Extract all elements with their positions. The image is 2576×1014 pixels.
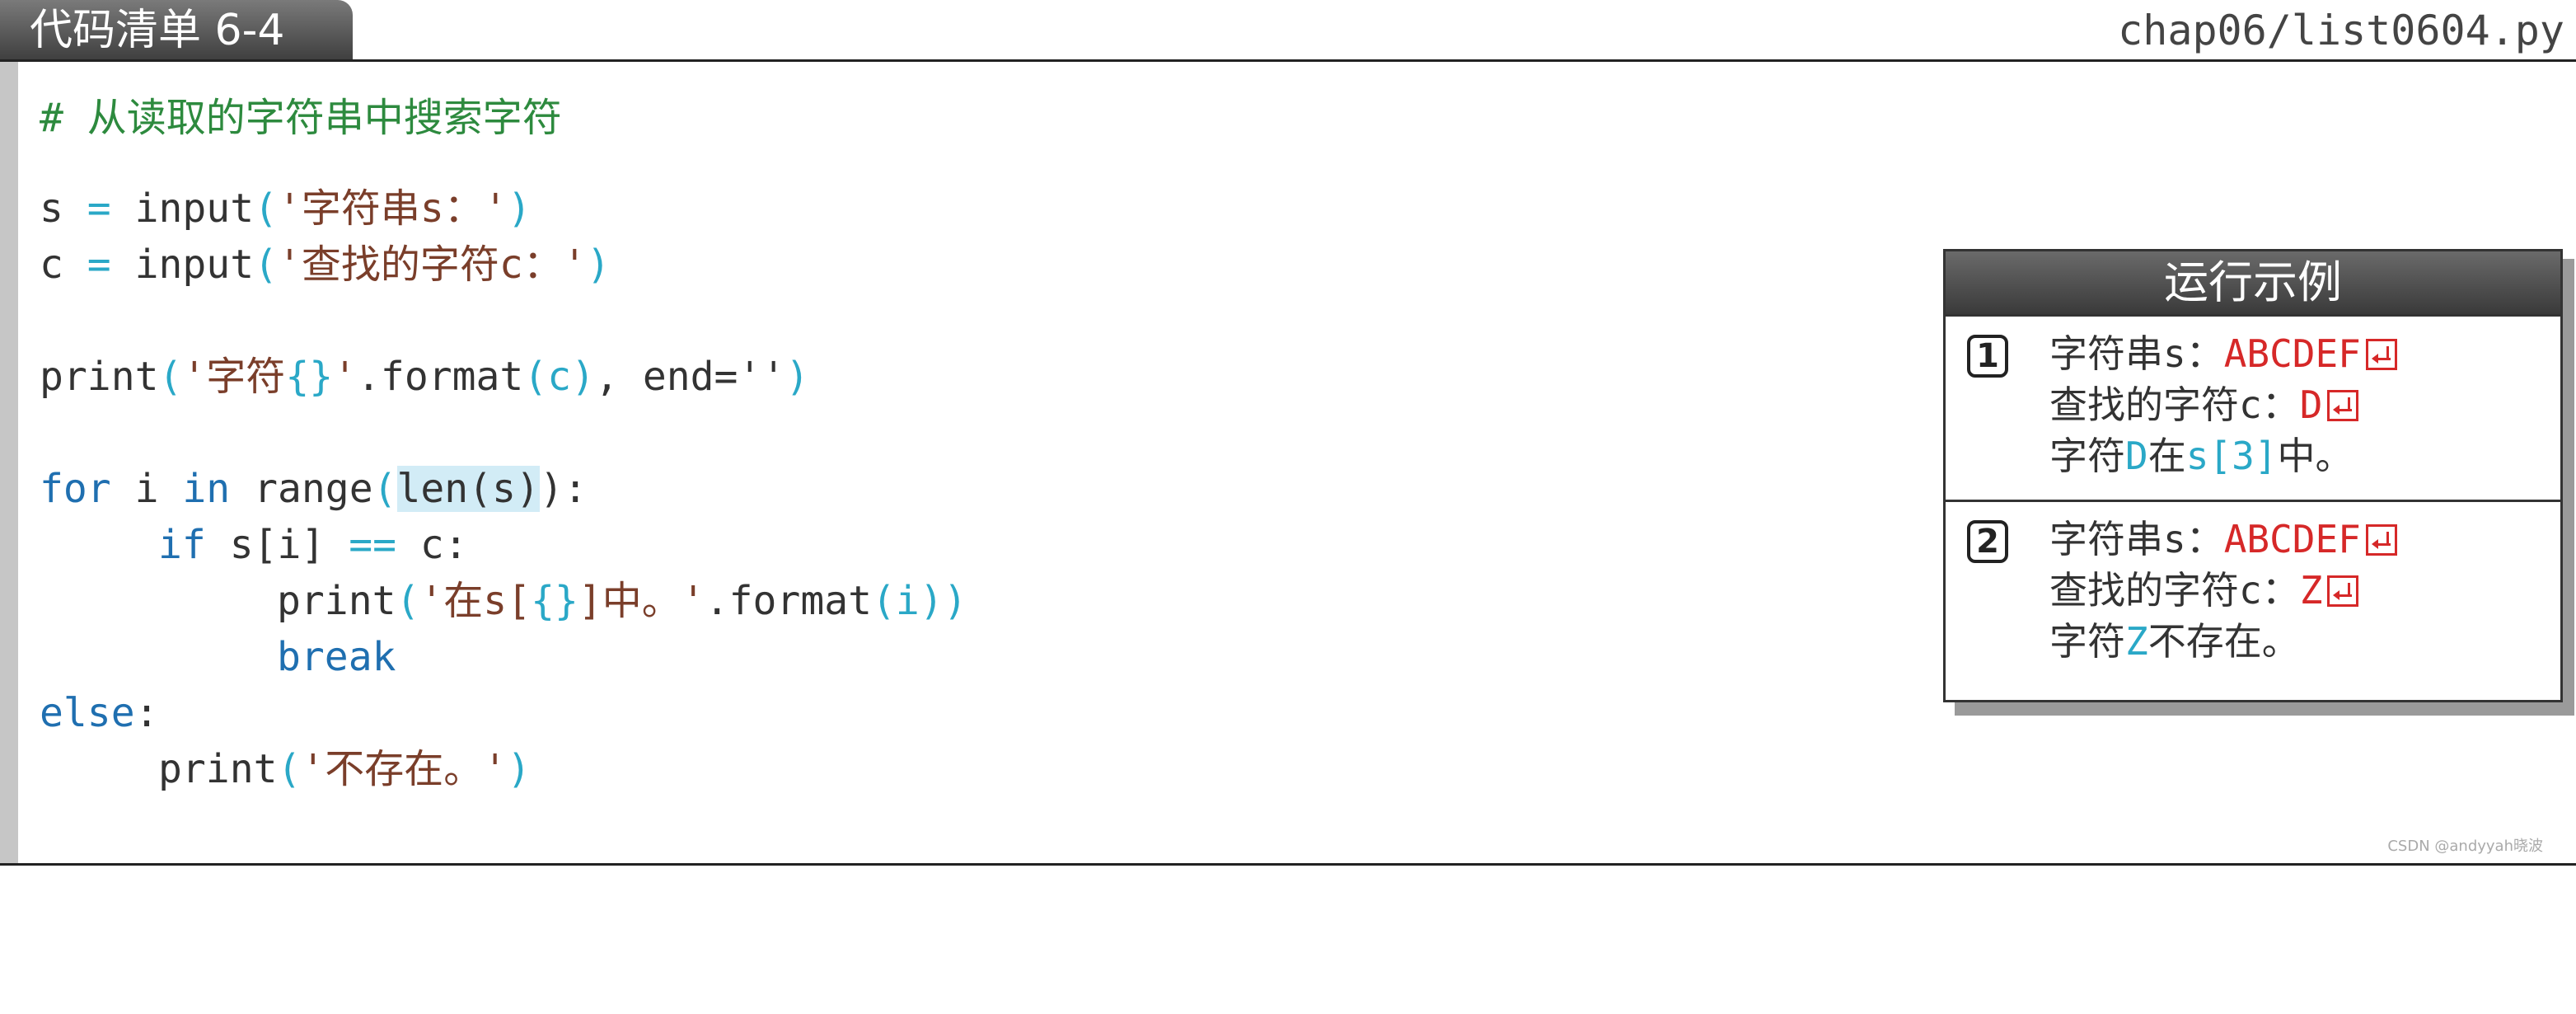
token: print	[40, 354, 159, 400]
user-input: ABCDEF	[2223, 331, 2361, 376]
result-text: 在	[2147, 434, 2186, 478]
run-example-1: 1 字符串s：ABCDEF 查找的字符c：D 字符D在s[3]中。	[1946, 314, 2560, 500]
code-line-2: c = input('查找的字符c：')	[40, 237, 611, 292]
result-text: 不存在。	[2147, 619, 2300, 664]
result-char: Z	[2125, 619, 2148, 664]
token: '查找的字符c：'	[278, 242, 587, 288]
token: )	[785, 354, 810, 400]
result-text: 字符	[2049, 619, 2125, 664]
token: ):	[539, 466, 588, 512]
listing-title: 代码清单 6-4	[30, 6, 285, 55]
run-number-badge: 2	[1967, 520, 2008, 563]
token: )	[507, 746, 532, 792]
code-line-6: print('在s[{}]中。'.format(i))	[277, 574, 967, 628]
output-line-2: 查找的字符c：D	[2049, 379, 2397, 430]
listing-title-tab: 代码清单 6-4	[0, 0, 353, 61]
code-line-9: print('不存在。')	[158, 742, 531, 796]
token: print	[158, 746, 278, 792]
run-example-2: 2 字符串s：ABCDEF 查找的字符c：Z 字符Z不存在。	[1946, 500, 2560, 685]
token: {}	[531, 578, 578, 624]
token: s[i]	[205, 522, 349, 568]
token: '字符串s：'	[278, 185, 508, 232]
token: (	[158, 354, 183, 400]
enter-key-icon	[2327, 575, 2359, 607]
code-line-7: break	[277, 634, 396, 680]
token: ==	[349, 522, 396, 568]
run-example-title: 运行示例	[1946, 251, 2560, 314]
output-line-1: 字符串s：ABCDEF	[2049, 514, 2397, 565]
run-output: 字符串s：ABCDEF 查找的字符c：D 字符D在s[3]中。	[2049, 328, 2397, 481]
token: =	[63, 242, 135, 288]
token: (	[277, 746, 302, 792]
token: (	[254, 242, 279, 288]
token: print	[277, 578, 396, 624]
token: range	[230, 466, 373, 512]
highlighted-expression: len(s)	[396, 466, 540, 512]
user-input: D	[2299, 383, 2323, 427]
enter-key-icon	[2365, 524, 2397, 556]
enter-key-icon	[2327, 390, 2359, 421]
code-comment: # 从读取的字符串中搜索字符	[40, 95, 562, 141]
run-example-panel: 运行示例 1 字符串s：ABCDEF 查找的字符c：D 字符D在s[3]中。 2…	[1943, 249, 2563, 702]
token: if	[158, 522, 206, 568]
token: )	[507, 185, 532, 232]
bottom-rule	[0, 863, 2576, 866]
token: (	[254, 185, 279, 232]
token: input	[134, 185, 255, 232]
token: c:	[396, 522, 468, 568]
filename: chap06/list0604.py	[2118, 7, 2564, 54]
top-rule	[0, 59, 2576, 62]
token: .format	[357, 354, 524, 400]
run-number-badge: 1	[1967, 335, 2008, 378]
token: else	[40, 690, 135, 736]
result-char: D	[2125, 434, 2148, 478]
token: input	[134, 242, 255, 288]
token: )	[943, 578, 967, 624]
enter-key-icon	[2365, 339, 2397, 370]
token: ]中。'	[578, 578, 705, 624]
watermark: CSDN @andyyah晓波	[2387, 838, 2543, 855]
token: '不存在。'	[301, 746, 508, 792]
run-output: 字符串s：ABCDEF 查找的字符c：Z 字符Z不存在。	[2049, 514, 2397, 667]
token: (c)	[523, 354, 596, 400]
token: {}	[285, 354, 334, 400]
token: c	[40, 242, 63, 288]
code-listing: # 从读取的字符串中搜索字符 s = input('字符串s：') c = in…	[40, 91, 967, 1014]
token: i	[110, 466, 183, 512]
token: for	[40, 466, 111, 512]
user-input: Z	[2299, 568, 2323, 613]
token: :	[134, 690, 159, 736]
token: '在s[	[419, 578, 532, 624]
prompt-text: 查找的字符c：	[2049, 568, 2300, 613]
token: , end=''	[595, 354, 786, 400]
output-line-3: 字符D在s[3]中。	[2049, 430, 2397, 481]
result-index: s[3]	[2185, 434, 2278, 478]
code-line-5: if s[i] == c:	[158, 518, 468, 572]
token: '字符	[182, 354, 286, 400]
prompt-text: 字符串s：	[2049, 517, 2224, 561]
output-line-2: 查找的字符c：Z	[2049, 565, 2397, 616]
token: '	[333, 354, 358, 400]
result-text: 字符	[2049, 434, 2125, 478]
prompt-text: 查找的字符c：	[2049, 383, 2300, 427]
code-line-1: s = input('字符串s：')	[40, 181, 532, 236]
token: (i)	[872, 578, 944, 624]
token: in	[182, 466, 231, 512]
code-line-8: else:	[40, 686, 159, 740]
code-line-3: print('字符{}'.format(c), end='')	[40, 350, 809, 404]
user-input: ABCDEF	[2223, 517, 2361, 561]
code-line-4: for i in range(len(s)):	[40, 462, 588, 516]
output-line-1: 字符串s：ABCDEF	[2049, 328, 2397, 379]
prompt-text: 字符串s：	[2049, 331, 2224, 376]
token: .format	[705, 578, 873, 624]
token: s	[40, 185, 63, 232]
output-line-3: 字符Z不存在。	[2049, 616, 2397, 667]
token: (	[372, 466, 397, 512]
token: (	[396, 578, 420, 624]
token: =	[63, 185, 135, 232]
token: )	[586, 242, 611, 288]
result-text: 中。	[2277, 434, 2354, 478]
left-margin-bar	[0, 62, 18, 866]
